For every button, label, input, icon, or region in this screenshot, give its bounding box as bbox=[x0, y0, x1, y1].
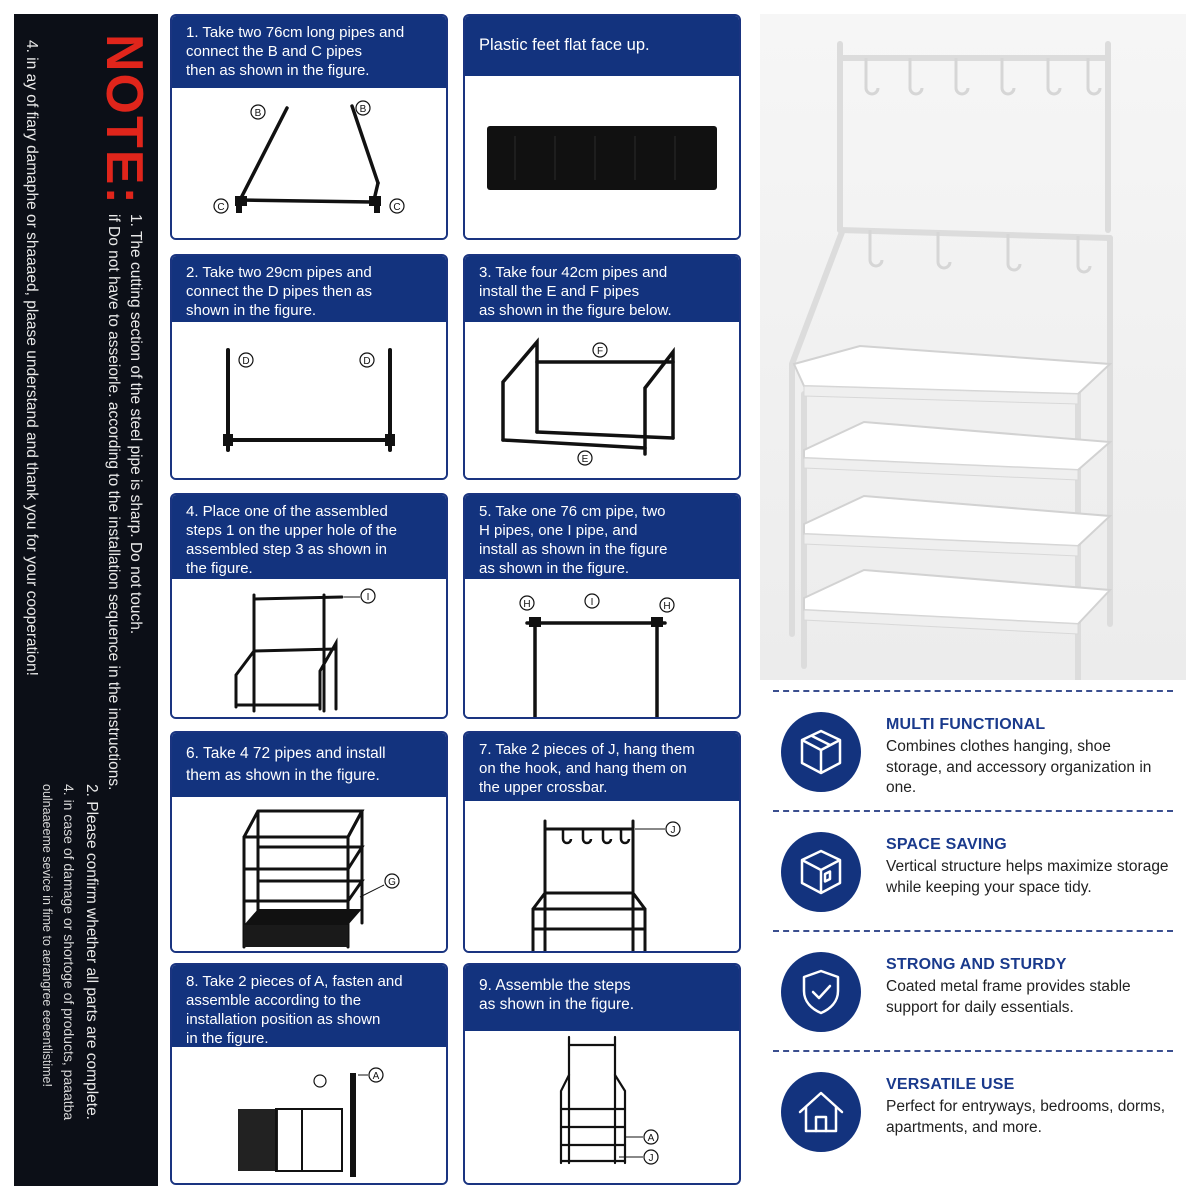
part-label-a: A bbox=[373, 1071, 380, 1082]
feet-text: Plastic feet flat face up. bbox=[479, 36, 650, 54]
part-label-b1: B bbox=[255, 108, 262, 119]
step-9-text: 9. Assemble the steps as shown in the fi… bbox=[479, 977, 635, 1013]
note-right-block: 2. Please confirm whether all parts are … bbox=[36, 784, 102, 1184]
note-panel: NOTE: 1. The cutting section of the stee… bbox=[14, 14, 158, 1186]
part-label-j: J bbox=[671, 825, 676, 836]
feature-desc: Combines clothes hanging, shoe storage, … bbox=[886, 738, 1152, 796]
feature-multi-functional: MULTI FUNCTIONAL Combines clothes hangin… bbox=[773, 692, 1173, 810]
feet-header: Plastic feet flat face up. bbox=[465, 16, 739, 76]
step-3-header: 3. Take four 42cm pipes and install the … bbox=[465, 256, 739, 322]
step-1-figure: B B C C bbox=[172, 88, 446, 238]
step-1-text: 1. Take two 76cm long pipes and connect … bbox=[186, 24, 405, 79]
step-8-text: 8. Take 2 pieces of A, fasten and assemb… bbox=[186, 973, 403, 1047]
package-icon bbox=[781, 832, 861, 912]
feature-title: SPACE SAVING bbox=[886, 836, 1007, 853]
step-card-1: 1. Take two 76cm long pipes and connect … bbox=[170, 14, 448, 240]
step-3-figure: F E bbox=[465, 322, 739, 478]
feature-title: MULTI FUNCTIONAL bbox=[886, 716, 1046, 733]
feature-desc: Vertical structure helps maximize storag… bbox=[886, 858, 1169, 896]
step-card-6: 6. Take 4 72 pipes and install them as s… bbox=[170, 731, 448, 953]
step-5-header: 5. Take one 76 cm pipe, two H pipes, one… bbox=[465, 495, 739, 579]
step-card-feet: Plastic feet flat face up. bbox=[463, 14, 741, 240]
part-label-i2: I bbox=[591, 597, 594, 608]
note-line-4b: oulnaaeeme sevice in fime to aerangree e… bbox=[40, 784, 54, 1087]
divider bbox=[773, 690, 1173, 692]
note-title: NOTE: bbox=[95, 34, 153, 206]
step-5-figure: H I H bbox=[465, 579, 739, 717]
step-2-header: 2. Take two 29cm pipes and connect the D… bbox=[172, 256, 446, 322]
feature-desc: Perfect for entryways, bedrooms, dorms, … bbox=[886, 1098, 1166, 1136]
part-label-a2: A bbox=[648, 1133, 655, 1144]
feature-title: VERSATILE USE bbox=[886, 1076, 1015, 1093]
shield-check-icon bbox=[781, 952, 861, 1032]
part-label-b2: B bbox=[360, 104, 367, 115]
part-label-j2: J bbox=[649, 1153, 654, 1164]
step-card-9: 9. Assemble the steps as shown in the fi… bbox=[463, 963, 741, 1185]
part-label-i: I bbox=[367, 592, 370, 603]
note-text-block: 1. The cutting section of the steel pipe… bbox=[102, 214, 146, 1174]
note-rotated-content: NOTE: 1. The cutting section of the stee… bbox=[14, 14, 158, 1186]
feet-figure bbox=[465, 76, 739, 238]
step-9-header: 9. Assemble the steps as shown in the fi… bbox=[465, 965, 739, 1031]
feature-desc: Coated metal frame provides stable suppo… bbox=[886, 978, 1131, 1016]
step-9-figure: A J bbox=[465, 1031, 739, 1183]
step-8-header: 8. Take 2 pieces of A, fasten and assemb… bbox=[172, 965, 446, 1047]
step-6-text: 6. Take 4 72 pipes and install them as s… bbox=[186, 745, 386, 784]
part-label-h1: H bbox=[523, 599, 530, 610]
feature-versatile-use: VERSATILE USE Perfect for entryways, bed… bbox=[773, 1052, 1173, 1170]
step-2-text: 2. Take two 29cm pipes and connect the D… bbox=[186, 264, 372, 319]
part-label-f: F bbox=[597, 346, 603, 357]
feature-space-saving: SPACE SAVING Vertical structure helps ma… bbox=[773, 812, 1173, 930]
step-card-3: 3. Take four 42cm pipes and install the … bbox=[463, 254, 741, 480]
step-4-figure: I bbox=[172, 579, 446, 717]
step-card-4: 4. Place one of the assembled steps 1 on… bbox=[170, 493, 448, 719]
step-7-figure: J bbox=[465, 801, 739, 951]
step-8-figure: A bbox=[172, 1047, 446, 1183]
step-card-2: 2. Take two 29cm pipes and connect the D… bbox=[170, 254, 448, 480]
step-card-8: 8. Take 2 pieces of A, fasten and assemb… bbox=[170, 963, 448, 1185]
step-6-figure: G bbox=[172, 797, 446, 951]
part-label-d2: D bbox=[363, 356, 370, 367]
feature-title: STRONG AND STURDY bbox=[886, 956, 1067, 973]
step-4-text: 4. Place one of the assembled steps 1 on… bbox=[186, 503, 397, 577]
step-5-text: 5. Take one 76 cm pipe, two H pipes, one… bbox=[479, 503, 668, 577]
divider bbox=[773, 810, 1173, 812]
feature-strong-sturdy: STRONG AND STURDY Coated metal frame pro… bbox=[773, 932, 1173, 1050]
part-label-e: E bbox=[582, 454, 589, 465]
note-line-full: 4. in ay of fiary damaphe or shaaaed, pl… bbox=[23, 40, 40, 676]
note-line-1: 1. The cutting section of the steel pipe… bbox=[127, 214, 144, 635]
part-label-h2: H bbox=[663, 601, 670, 612]
part-label-c2: C bbox=[393, 202, 400, 213]
note-line-2: 2. Please confirm whether all parts are … bbox=[83, 784, 100, 1120]
step-4-header: 4. Place one of the assembled steps 1 on… bbox=[172, 495, 446, 579]
step-6-header: 6. Take 4 72 pipes and install them as s… bbox=[172, 733, 446, 797]
house-icon bbox=[781, 1072, 861, 1152]
step-card-5: 5. Take one 76 cm pipe, two H pipes, one… bbox=[463, 493, 741, 719]
part-label-g: G bbox=[388, 877, 396, 888]
part-label-d1: D bbox=[242, 356, 249, 367]
part-label-c1: C bbox=[217, 202, 224, 213]
step-card-7: 7. Take 2 pieces of J, hang them on the … bbox=[463, 731, 741, 953]
note-line-4a: 4. in case of damage or shortoge of prod… bbox=[61, 784, 77, 1121]
step-7-text: 7. Take 2 pieces of J, hang them on the … bbox=[479, 741, 695, 796]
step-3-text: 3. Take four 42cm pipes and install the … bbox=[479, 264, 672, 319]
product-image bbox=[760, 14, 1186, 683]
step-1-header: 1. Take two 76cm long pipes and connect … bbox=[172, 16, 446, 88]
step-7-header: 7. Take 2 pieces of J, hang them on the … bbox=[465, 733, 739, 801]
step-2-figure: D D bbox=[172, 322, 446, 478]
note-line-1b: if Do not have to asseiorle. according t… bbox=[105, 214, 122, 791]
features-section: MULTI FUNCTIONAL Combines clothes hangin… bbox=[773, 690, 1173, 1170]
box-icon bbox=[781, 712, 861, 792]
divider bbox=[773, 930, 1173, 932]
divider bbox=[773, 1050, 1173, 1052]
